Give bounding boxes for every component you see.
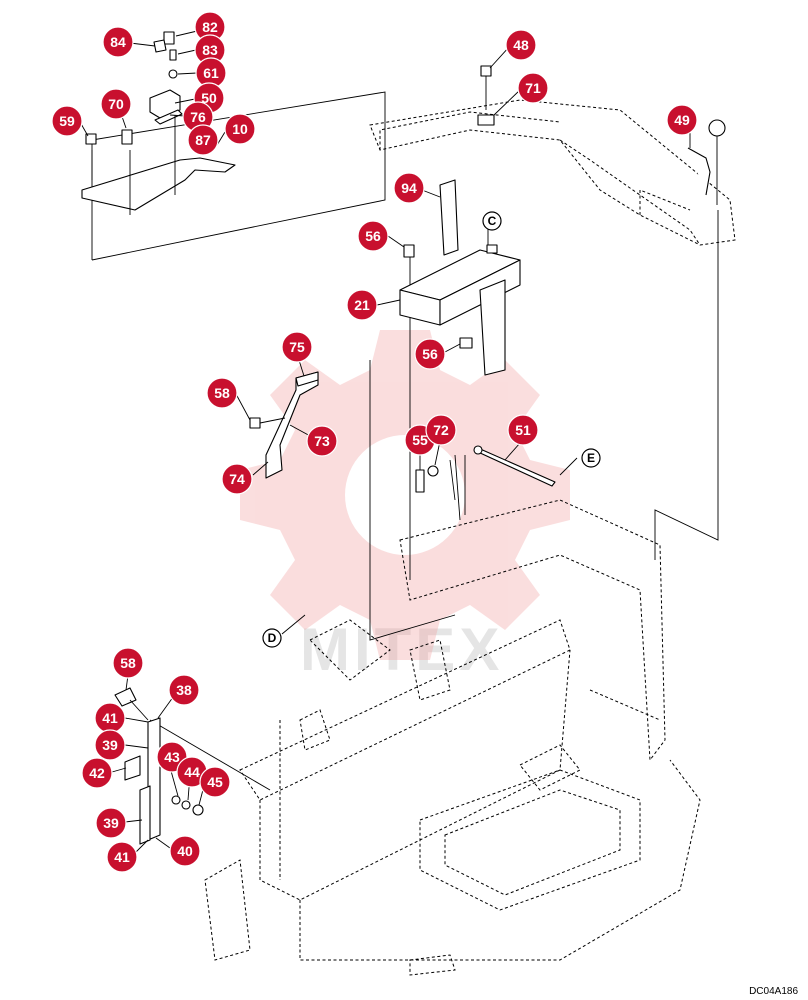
svg-text:94: 94 — [401, 180, 417, 196]
callout-39-lower: 39 — [95, 807, 127, 839]
svg-text:C: C — [488, 214, 497, 228]
svg-text:61: 61 — [203, 65, 219, 81]
callout-40: 40 — [169, 835, 201, 867]
svg-text:82: 82 — [202, 19, 218, 35]
callout-51: 51 — [507, 414, 539, 446]
svg-text:76: 76 — [190, 109, 206, 125]
callout-58-lower: 58 — [112, 647, 144, 679]
svg-text:58: 58 — [214, 385, 230, 401]
watermark-gear-icon — [240, 330, 570, 660]
svg-text:55: 55 — [412, 432, 428, 448]
svg-text:84: 84 — [110, 34, 126, 50]
svg-text:73: 73 — [314, 433, 330, 449]
svg-text:56: 56 — [422, 346, 438, 362]
callout-73: 73 — [306, 425, 338, 457]
svg-text:42: 42 — [89, 765, 105, 781]
callout-87: 87 — [187, 124, 219, 156]
callout-56-lower: 56 — [414, 338, 446, 370]
svg-text:38: 38 — [176, 682, 192, 698]
svg-text:48: 48 — [513, 37, 529, 53]
svg-text:44: 44 — [184, 764, 200, 780]
svg-text:43: 43 — [164, 749, 180, 765]
svg-text:49: 49 — [674, 112, 690, 128]
callout-59: 59 — [51, 105, 83, 137]
reference-letter-e: E — [581, 448, 601, 468]
callout-71: 71 — [517, 72, 549, 104]
svg-text:71: 71 — [525, 80, 541, 96]
svg-text:D: D — [268, 631, 277, 645]
svg-text:87: 87 — [195, 132, 211, 148]
svg-text:39: 39 — [103, 815, 119, 831]
handle-rod — [687, 119, 726, 205]
callout-61: 61 — [195, 57, 227, 89]
reference-letter-d: D — [262, 628, 282, 648]
svg-text:74: 74 — [229, 471, 245, 487]
callout-49: 49 — [666, 104, 698, 136]
box-bracket — [399, 179, 521, 376]
top-bolt-nut — [477, 65, 495, 126]
svg-text:40: 40 — [177, 843, 193, 859]
callout-21: 21 — [346, 289, 378, 321]
drawing-code: DC04A186 — [749, 986, 798, 997]
svg-text:83: 83 — [202, 42, 218, 58]
svg-text:51: 51 — [515, 422, 531, 438]
svg-text:10: 10 — [232, 121, 248, 137]
callout-94: 94 — [393, 172, 425, 204]
angled-bracket — [249, 371, 319, 479]
callout-84: 84 — [102, 26, 134, 58]
reference-letter-c: C — [482, 211, 502, 231]
svg-text:58: 58 — [120, 655, 136, 671]
callout-76: 76 — [182, 101, 214, 133]
callout-82: 82 — [194, 11, 226, 43]
callout-48: 48 — [505, 29, 537, 61]
svg-text:72: 72 — [433, 422, 449, 438]
callout-44: 44 — [176, 756, 208, 788]
callout-10: 10 — [224, 113, 256, 145]
callout-58-upper: 58 — [206, 377, 238, 409]
svg-text:41: 41 — [102, 710, 118, 726]
callout-75: 75 — [281, 331, 313, 363]
callout-41-upper: 41 — [94, 702, 126, 734]
lower-left-strip-assembly — [114, 687, 204, 845]
svg-text:45: 45 — [207, 774, 223, 790]
svg-text:56: 56 — [365, 228, 381, 244]
callout-56-upper: 56 — [357, 220, 389, 252]
svg-text:39: 39 — [102, 737, 118, 753]
svg-text:41: 41 — [114, 849, 130, 865]
callout-39-upper: 39 — [94, 729, 126, 761]
machine-frame — [204, 99, 736, 976]
callout-83: 83 — [194, 34, 226, 66]
callout-72: 72 — [425, 414, 457, 446]
callout-74: 74 — [221, 463, 253, 495]
svg-text:E: E — [587, 451, 595, 465]
callout-38: 38 — [168, 674, 200, 706]
svg-text:50: 50 — [201, 90, 217, 106]
watermark-text: MITEX — [300, 615, 503, 684]
rod-and-fasteners — [415, 445, 556, 515]
callout-45: 45 — [199, 766, 231, 798]
svg-text:70: 70 — [108, 96, 124, 112]
bracket-assembly-top-left — [81, 31, 236, 215]
callout-42: 42 — [81, 757, 113, 789]
svg-text:75: 75 — [289, 339, 305, 355]
callout-70: 70 — [100, 88, 132, 120]
svg-text:21: 21 — [354, 297, 370, 313]
callout-41-lower: 41 — [106, 841, 138, 873]
svg-text:59: 59 — [59, 113, 75, 129]
